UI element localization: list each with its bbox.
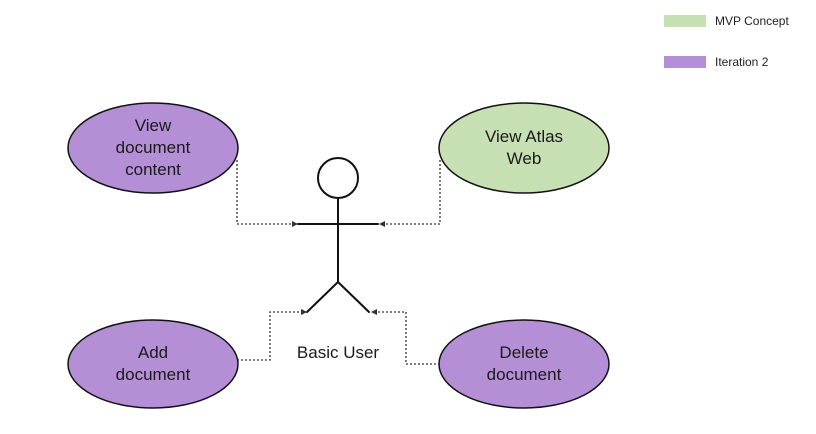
actor-left-leg (306, 281, 339, 313)
use-case-label-line: document (115, 138, 191, 157)
connector-add-document (237, 309, 307, 361)
legend-item-mvp-concept: MVP Concept (664, 14, 789, 28)
actor-right-leg (337, 281, 370, 313)
legend-swatch-iteration-2 (664, 56, 706, 68)
use-case-delete-document-ellipse (438, 319, 610, 409)
legend-swatch-mvp (664, 15, 706, 27)
use-case-label-line: content (125, 160, 181, 179)
use-case-view-atlas-web-ellipse (438, 102, 610, 194)
use-case-view-atlas-web: View Atlas Web (439, 103, 609, 193)
use-case-add-document: Add document (68, 320, 238, 408)
legend-label-iteration-2: Iteration 2 (715, 55, 769, 69)
use-case-label-line: document (486, 365, 562, 384)
actor-head (317, 157, 359, 199)
use-case-label-line: Delete (499, 343, 549, 362)
actor-label: Basic User (296, 343, 380, 362)
connector-view-atlas-web (379, 160, 441, 227)
use-case-label-line: Add (137, 343, 169, 362)
connector-view-document-content (236, 160, 298, 227)
use-case-delete-document: Delete document (439, 320, 609, 408)
use-case-view-document-content-ellipse (67, 102, 239, 194)
legend-item-iteration-2: Iteration 2 (664, 55, 768, 69)
use-case-label-line: View (134, 116, 172, 135)
use-case-add-document-ellipse (67, 319, 239, 409)
use-case-label-line: View Atlas (484, 127, 564, 146)
use-case-label-line: document (115, 365, 191, 384)
use-case-view-document-content: View document content (68, 103, 238, 193)
legend-label-mvp: MVP Concept (715, 14, 789, 28)
use-case-label-line: Web (506, 149, 542, 168)
actor-stick-figure (297, 157, 379, 313)
connector-delete-document (371, 309, 440, 365)
